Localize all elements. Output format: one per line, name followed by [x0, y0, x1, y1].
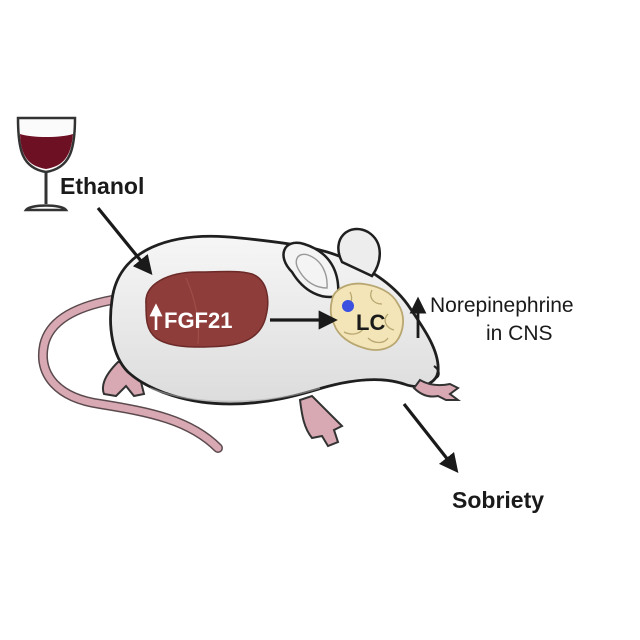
- mouse-nose: [433, 365, 440, 379]
- wine-glass-icon: [16, 116, 77, 212]
- label-norepinephrine: Norepinephrine: [430, 294, 574, 317]
- label-fgf21: FGF21: [164, 308, 232, 333]
- mouse-to-sobriety-arrow: [402, 403, 459, 474]
- label-ethanol: Ethanol: [60, 173, 144, 199]
- liver-icon: [145, 270, 269, 348]
- mouse-ear-back: [337, 227, 381, 278]
- label-in-cns: in CNS: [486, 322, 553, 345]
- mouse-tail-fill: [39, 296, 222, 452]
- mouse-front-leg-back: [298, 394, 344, 448]
- mouse-ear-front: [282, 241, 340, 299]
- label-sobriety: Sobriety: [452, 487, 544, 513]
- label-lc: LC: [356, 310, 385, 335]
- ethanol-to-liver-arrow: [96, 206, 153, 275]
- mouse-front-foot: [412, 378, 461, 401]
- wine-liquid: [20, 134, 73, 169]
- lc-dot-icon: [342, 300, 354, 312]
